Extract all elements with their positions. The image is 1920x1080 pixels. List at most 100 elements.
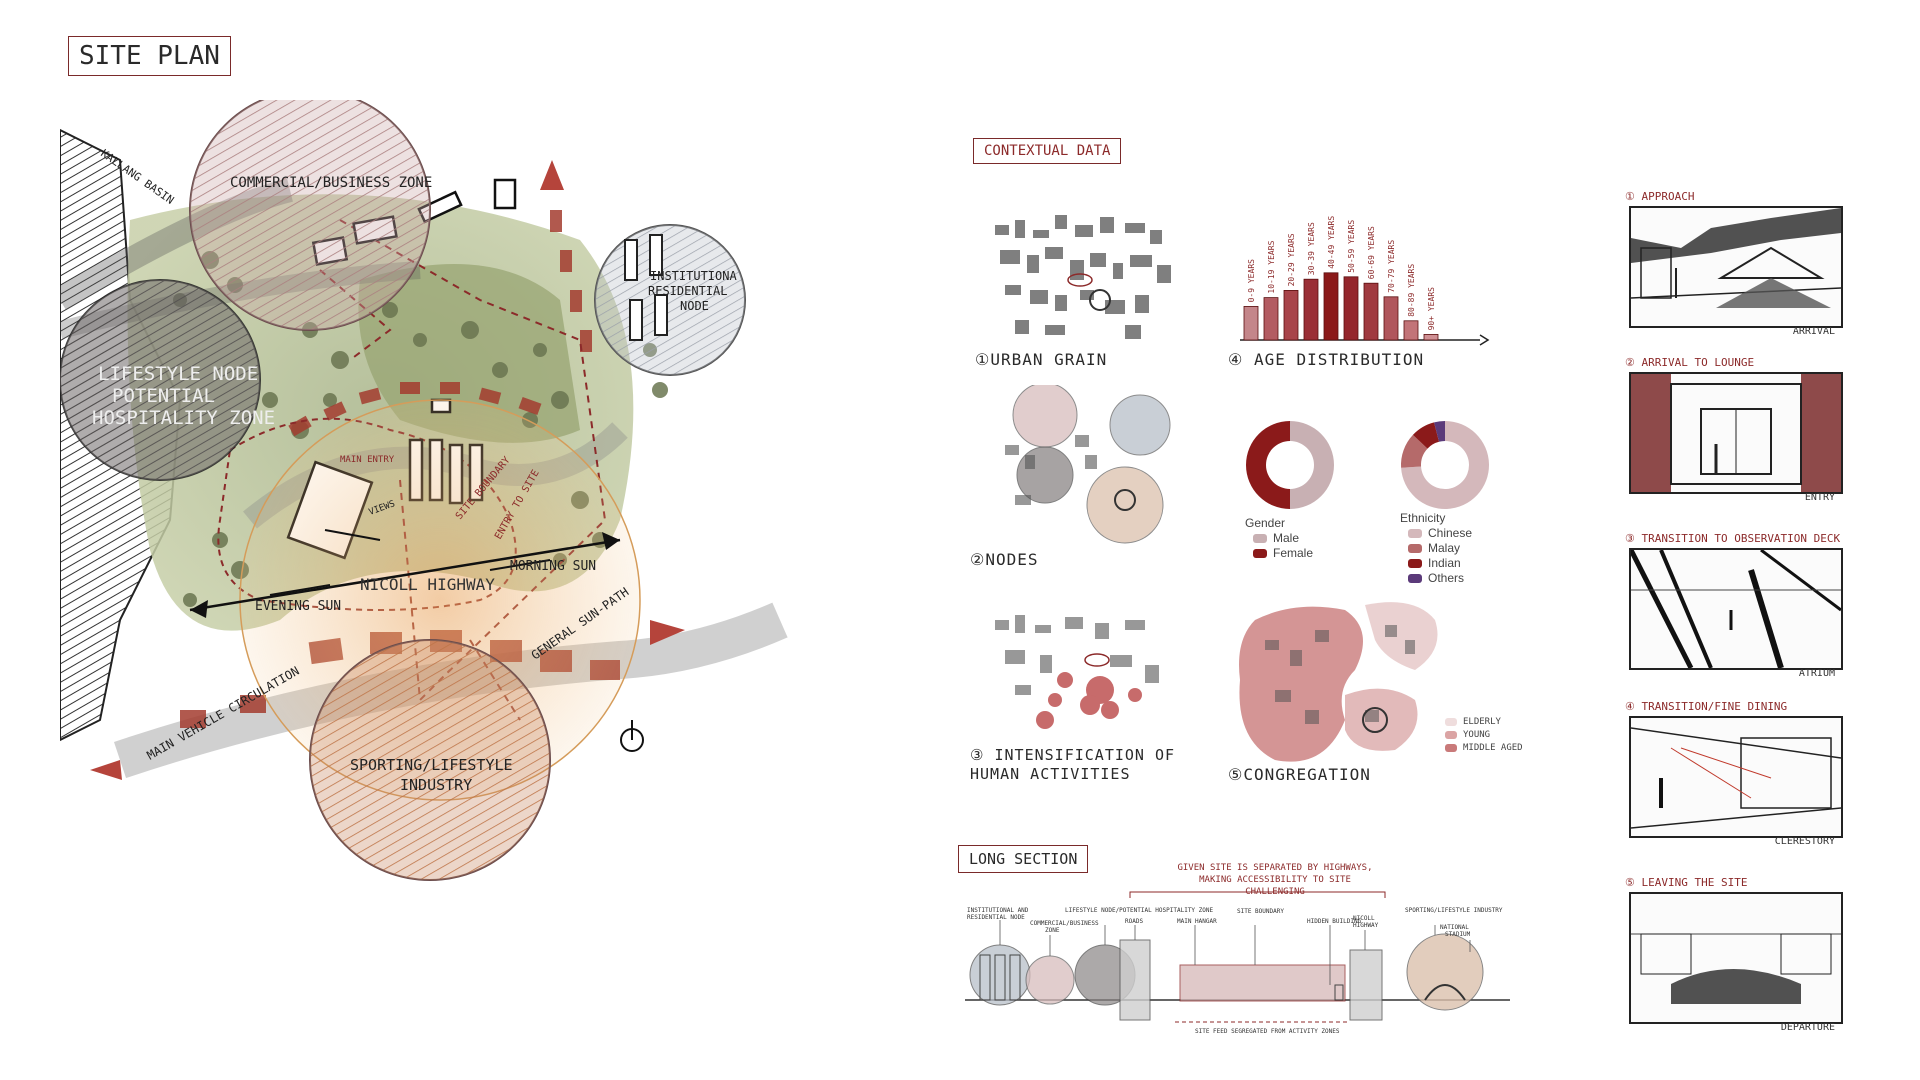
gender-slice xyxy=(1246,421,1290,509)
age-x-axis-arrow xyxy=(1479,334,1490,346)
site-plan-title: SITE PLAN xyxy=(68,36,231,76)
departure-sketch xyxy=(1631,933,1841,1004)
chinese-swatch xyxy=(1408,529,1422,539)
dining-sketch xyxy=(1631,727,1841,829)
sequence-step-5-caption: DEPARTURE xyxy=(1780,1022,1835,1033)
label-nicoll: NICOLL HIGHWAY xyxy=(360,575,495,594)
sketch-fine-dining xyxy=(1629,716,1843,838)
ls-nicoll-2: HIGHWAY xyxy=(1353,922,1379,929)
malay-swatch xyxy=(1408,544,1422,554)
sequence-step-1-caption: ARRIVAL xyxy=(1792,326,1835,337)
ls-national-2: STADIUM xyxy=(1445,931,1471,938)
urban-grain-map xyxy=(995,215,1171,339)
ls-nicoll-1: NICOLL xyxy=(1353,915,1375,922)
label-main-entry: MAIN ENTRY xyxy=(340,455,395,465)
sequence-step-2: ② ARRIVAL TO LOUNGE ENTRY xyxy=(1625,356,1845,516)
age-tick-label: 40-49 YEARS xyxy=(1327,216,1336,269)
age-tick-label: 50-59 YEARS xyxy=(1347,220,1356,273)
age-tick-label: 70-79 YEARS xyxy=(1387,240,1396,293)
sketch-approach xyxy=(1629,206,1843,328)
sequence-step-1-title: ① APPROACH xyxy=(1625,190,1695,203)
ethnicity-slice xyxy=(1401,421,1489,509)
chinese-label: Chinese xyxy=(1428,526,1473,540)
age-bar xyxy=(1263,297,1279,341)
long-section-drawing: INSTITUTIONAL AND RESIDENTIAL NODE COMME… xyxy=(965,891,1510,1035)
others-swatch xyxy=(1408,574,1422,584)
sequence-step-3-caption: ATRIUM xyxy=(1798,668,1835,679)
congregation-legend: ELDERLY YOUNG MIDDLE AGED xyxy=(1445,716,1523,755)
others-label: Others xyxy=(1428,571,1465,585)
sequence-step-2-caption: ENTRY xyxy=(1804,492,1835,503)
contextual-title: CONTEXTUAL DATA xyxy=(973,138,1122,164)
age-tick-label: 30-39 YEARS xyxy=(1307,222,1316,275)
ethnicity-slice xyxy=(1401,434,1428,468)
gender-slices xyxy=(1246,421,1334,509)
approach-sketch xyxy=(1631,208,1841,308)
sketch-leaving-site xyxy=(1629,892,1843,1024)
panel-urban-grain-label: ①URBAN GRAIN xyxy=(975,350,1108,369)
middle-aged-swatch xyxy=(1445,743,1457,752)
age-bar xyxy=(1303,278,1319,341)
panel-intensification-label: ③ INTENSIFICATION OF HUMAN ACTIVITIES xyxy=(970,746,1190,784)
age-bar xyxy=(1283,290,1299,341)
sequence-step-2-title: ② ARRIVAL TO LOUNGE xyxy=(1625,356,1755,369)
age-bars xyxy=(1243,272,1439,341)
sequence-step-4-title: ④ TRANSITION/FINE DINING xyxy=(1625,700,1788,713)
ethnicity-slice xyxy=(1434,421,1445,442)
ls-segregated: SITE FEED SEGREGATED FROM ACTIVITY ZONES xyxy=(1195,1028,1340,1035)
age-tick-label: 90+ YEARS xyxy=(1427,287,1436,331)
long-section-title: LONG SECTION xyxy=(958,845,1089,873)
label-lifestyle-2: POTENTIAL xyxy=(112,385,215,407)
gender-donut-chart xyxy=(1246,421,1334,509)
panel-nodes-label: ②NODES xyxy=(970,550,1039,569)
female-swatch xyxy=(1253,549,1267,559)
age-tick-label: 20-29 YEARS xyxy=(1287,233,1296,286)
panel-intensification-text: ③ INTENSIFICATION OF HUMAN ACTIVITIES xyxy=(970,746,1176,783)
label-morning-sun: MORNING SUN xyxy=(510,559,596,574)
age-tick-label: 10-19 YEARS xyxy=(1267,240,1276,293)
elderly-swatch xyxy=(1445,717,1457,726)
congregation-map xyxy=(1239,602,1438,762)
age-tick-label: 60-69 YEARS xyxy=(1367,226,1376,279)
sequence-step-5: ⑤ LEAVING THE SITE DEPARTURE xyxy=(1625,876,1845,1046)
label-sporting-2: INDUSTRY xyxy=(400,776,472,794)
young-label: YOUNG xyxy=(1463,730,1491,740)
age-bar xyxy=(1423,333,1439,341)
label-institutional-1: INSTITUTIONA xyxy=(650,269,737,283)
ls-hidden-building: HIDDEN BUILDING xyxy=(1307,918,1362,925)
ethnicity-legend-title: Ethnicity xyxy=(1400,511,1446,525)
sequence-step-5-title: ⑤ LEAVING THE SITE xyxy=(1625,876,1748,889)
female-label: Female xyxy=(1273,546,1314,560)
ethnicity-donut-chart xyxy=(1401,421,1489,509)
label-lifestyle-1: LIFESTYLE NODE xyxy=(98,363,258,385)
elderly-label: ELDERLY xyxy=(1463,717,1501,727)
sketch-arrival-lounge xyxy=(1629,372,1843,494)
congregation-legend-item: ELDERLY xyxy=(1445,716,1523,729)
gender-legend-title: Gender xyxy=(1245,516,1286,530)
congregation-legend-item: YOUNG xyxy=(1445,729,1523,742)
lounge-sketch xyxy=(1631,374,1841,492)
age-tick-label: 80-89 YEARS xyxy=(1407,264,1416,317)
ls-roads: ROADS xyxy=(1125,918,1143,925)
male-label: Male xyxy=(1273,531,1300,545)
site-plan-drawing: COMMERCIAL/BUSINESS ZONE INSTITUTIONA RE… xyxy=(60,100,788,881)
intensification-map xyxy=(995,615,1159,729)
nodes-map xyxy=(1005,385,1171,544)
age-bar xyxy=(1383,296,1399,341)
label-evening-sun: EVENING SUN xyxy=(255,599,341,614)
ls-lifestyle: LIFESTYLE NODE/POTENTIAL HOSPITALITY ZON… xyxy=(1065,907,1213,914)
sequence-step-4-caption: CLERESTORY xyxy=(1774,836,1835,847)
ls-commercial-2: ZONE xyxy=(1045,927,1060,934)
label-sporting-1: SPORTING/LIFESTYLE xyxy=(350,756,513,774)
gender-legend-item: Male xyxy=(1245,531,1313,545)
ls-site-boundary: SITE BOUNDARY xyxy=(1237,908,1284,915)
sequence-step-3: ③ TRANSITION TO OBSERVATION DECK ATRIUM xyxy=(1625,532,1845,692)
male-swatch xyxy=(1253,534,1267,544)
gender-legend-item: Female xyxy=(1245,546,1313,560)
ethnicity-legend-item: Indian xyxy=(1400,556,1472,570)
gender-legend: Gender Male Female xyxy=(1245,515,1313,561)
ethnicity-slices xyxy=(1401,421,1489,509)
age-bar xyxy=(1243,306,1259,341)
